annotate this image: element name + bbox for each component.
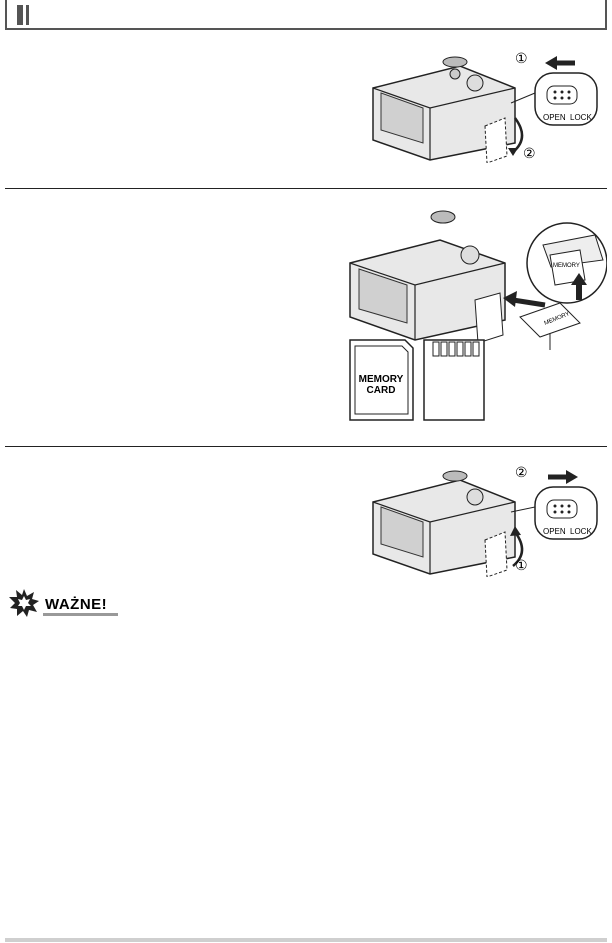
- header-mark: [17, 5, 23, 25]
- step1-marker-2: ②: [523, 145, 536, 161]
- step3-lock-label: LOCK: [570, 527, 592, 536]
- warning-burst-icon: [9, 589, 39, 617]
- header-mark-thin: [26, 5, 29, 25]
- insert-card-illustration: MEMORY MEMORY: [349, 210, 607, 350]
- step3-marker-1: ①: [515, 557, 528, 573]
- card-insert-label: MEMORY: [553, 263, 580, 269]
- important-underline: [43, 613, 118, 616]
- step1-open-label: OPEN: [543, 113, 566, 122]
- footer-rule: [5, 938, 607, 942]
- step3-marker-2: ②: [515, 464, 528, 480]
- important-label: WAŻNE!: [45, 596, 108, 613]
- close-cover-illustration: ② ① OPEN LOCK: [372, 464, 598, 577]
- open-cover-illustration: ① ② OPEN LOCK: [372, 50, 598, 163]
- section-divider-2: [5, 446, 607, 447]
- step1-marker-1: ①: [515, 50, 528, 66]
- step1-lock-label: LOCK: [570, 113, 592, 122]
- memory-card-diagram: MEMORY CARD: [349, 339, 485, 421]
- section-divider-1: [5, 188, 607, 189]
- card-front-line2: CARD: [367, 385, 396, 396]
- step3-open-label: OPEN: [543, 527, 566, 536]
- section-header-bar: [5, 0, 607, 30]
- card-front-line1: MEMORY: [359, 374, 404, 385]
